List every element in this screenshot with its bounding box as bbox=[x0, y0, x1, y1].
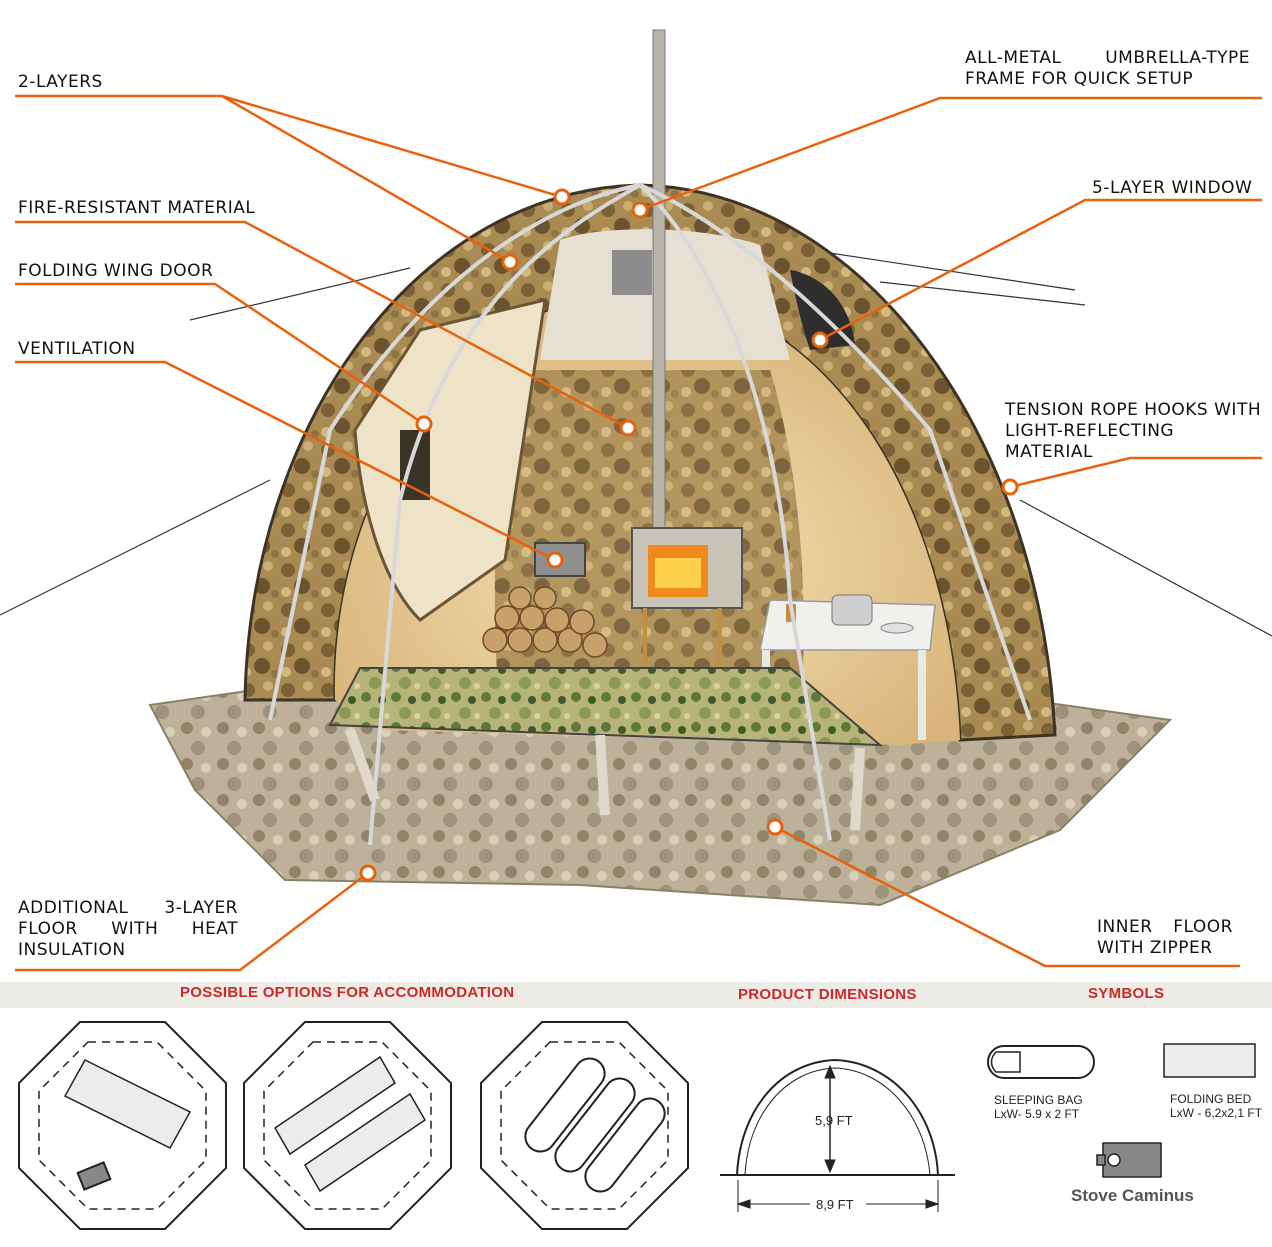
sleeping-bag-size: LxW- 5.9 x 2 FT bbox=[994, 1107, 1080, 1121]
callout-floor-line3: INSULATION bbox=[18, 940, 126, 960]
leader-lines bbox=[15, 94, 1262, 972]
sleeping-bag-name: SLEEPING BAG bbox=[994, 1093, 1083, 1107]
callout-frame-line2: FRAME FOR QUICK SETUP bbox=[965, 69, 1194, 89]
firewood bbox=[482, 586, 608, 658]
symbols-heading: SYMBOLS bbox=[1088, 985, 1165, 1002]
folding-bed-symbol bbox=[1163, 1043, 1256, 1078]
callout-floor-line2: FLOOR WITH HEAT bbox=[18, 919, 238, 939]
callout-frame-line1: ALL-METAL UMBRELLA-TYPE bbox=[965, 48, 1250, 68]
callout-inner-line1: INNER FLOOR bbox=[1097, 917, 1233, 937]
callout-floor-line1: ADDITIONAL 3-LAYER bbox=[18, 898, 238, 918]
callout-two-layers: 2-LAYERS bbox=[18, 72, 103, 92]
layout-option-2 bbox=[243, 1021, 452, 1230]
folding-bed-size: LxW - 6,2x2,1 FT bbox=[1170, 1106, 1263, 1120]
layout-option-1 bbox=[18, 1021, 227, 1230]
callout-fire-resistant: FIRE-RESISTANT MATERIAL bbox=[18, 198, 256, 218]
dimensions-heading: PRODUCT DIMENSIONS bbox=[738, 986, 917, 1003]
section-band bbox=[0, 982, 1272, 1008]
stove bbox=[631, 527, 743, 680]
guy-ropes bbox=[0, 249, 1272, 637]
marker-dots bbox=[359, 188, 1019, 882]
callout-hooks-line3: MATERIAL bbox=[1005, 442, 1094, 462]
callout-folding-door: FOLDING WING DOOR bbox=[18, 261, 214, 281]
stove-chimney bbox=[652, 29, 666, 531]
stove-symbol bbox=[1096, 1142, 1162, 1178]
folding-bed bbox=[328, 667, 883, 831]
callout-hooks-line1: TENSION ROPE HOOKS WITH bbox=[1005, 400, 1262, 420]
options-heading: POSSIBLE OPTIONS FOR ACCOMMODATION bbox=[180, 984, 515, 1001]
stove-name: Stove Caminus bbox=[1071, 1186, 1194, 1205]
callout-inner-line2: WITH ZIPPER bbox=[1097, 938, 1213, 958]
dimension-drawing bbox=[720, 1058, 955, 1212]
height-label: 5,9 FT bbox=[815, 1113, 853, 1128]
callout-ventilation: VENTILATION bbox=[18, 339, 136, 359]
callout-hooks-line2: LIGHT-REFLECTING bbox=[1005, 421, 1175, 441]
folding-bed-name: FOLDING BED bbox=[1170, 1092, 1252, 1106]
camp-table bbox=[759, 594, 936, 740]
layout-option-3 bbox=[480, 1021, 689, 1230]
sleeping-bag-symbol bbox=[987, 1045, 1095, 1079]
folding-door bbox=[353, 298, 547, 622]
callout-window: 5-LAYER WINDOW bbox=[1092, 178, 1253, 198]
width-label: 8,9 FT bbox=[816, 1197, 854, 1212]
tent-frame bbox=[268, 183, 1032, 846]
